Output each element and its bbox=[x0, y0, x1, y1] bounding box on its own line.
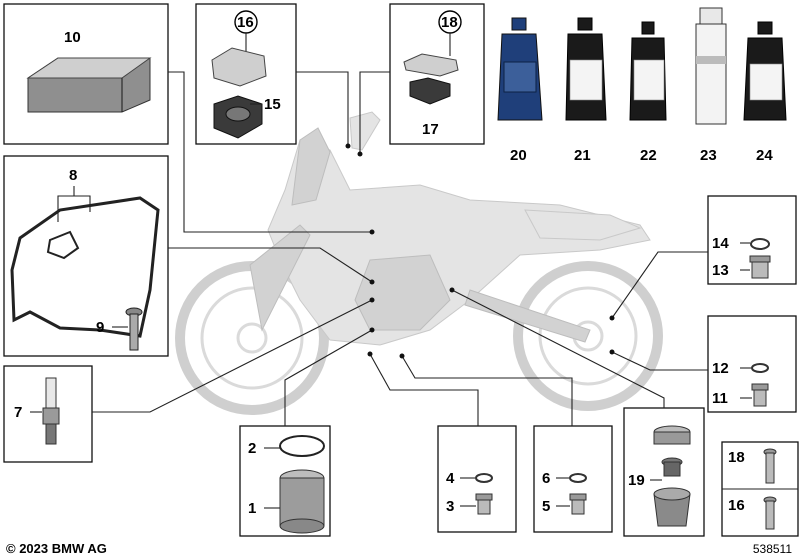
callout-11: 11 bbox=[712, 390, 728, 407]
callout-5: 5 bbox=[542, 498, 550, 515]
fluid-bottle-21 bbox=[565, 17, 607, 121]
box-gasket bbox=[3, 155, 169, 357]
callout-12: 12 bbox=[712, 360, 729, 377]
callout-18-screw: 18 bbox=[728, 449, 745, 466]
copyright-text: © 2023 BMW AG bbox=[6, 541, 107, 556]
callout-16: 16 bbox=[237, 14, 254, 31]
callout-1: 1 bbox=[248, 500, 256, 517]
callout-2: 2 bbox=[248, 440, 256, 457]
reservoir-cover-front-part bbox=[211, 47, 267, 139]
callout-21: 21 bbox=[574, 147, 591, 164]
air-filter-part bbox=[26, 57, 152, 113]
seal-ring-4 bbox=[475, 473, 493, 483]
leader-lines bbox=[92, 71, 708, 426]
callout-19: 19 bbox=[628, 472, 645, 489]
callout-13: 13 bbox=[712, 262, 729, 279]
reservoir-cover-rear-part bbox=[403, 53, 459, 105]
fluid-bottle-24 bbox=[743, 21, 787, 121]
callout-9: 9 bbox=[96, 319, 104, 336]
callout-3: 3 bbox=[446, 498, 454, 515]
o-ring-2 bbox=[279, 435, 325, 457]
box-plug-11-12 bbox=[707, 315, 797, 413]
screw-9-part bbox=[125, 307, 143, 351]
oil-bottle-20 bbox=[497, 17, 543, 121]
callout-15: 15 bbox=[264, 96, 281, 113]
seal-ring-12 bbox=[751, 363, 769, 373]
fluid-bottle-22 bbox=[629, 21, 667, 121]
oil-filter-part bbox=[279, 469, 325, 534]
callout-10: 10 bbox=[64, 29, 81, 46]
callout-7: 7 bbox=[14, 404, 22, 421]
plug-3-part bbox=[475, 493, 493, 515]
callout-22: 22 bbox=[640, 147, 657, 164]
plug-11-part bbox=[751, 383, 769, 407]
callout-16-screw: 16 bbox=[728, 497, 745, 514]
callout-8: 8 bbox=[69, 167, 77, 184]
callout-20: 20 bbox=[510, 147, 527, 164]
callout-14: 14 bbox=[712, 235, 729, 252]
reservoir-19-part bbox=[653, 425, 691, 527]
box-reservoir-cover-rear bbox=[389, 3, 485, 145]
seal-ring-14 bbox=[750, 238, 770, 250]
callout-17: 17 bbox=[422, 121, 439, 138]
plug-13-part bbox=[749, 255, 771, 279]
gasket-part bbox=[10, 196, 160, 338]
callout-24: 24 bbox=[756, 147, 773, 164]
seal-ring-6 bbox=[569, 473, 587, 483]
spray-can-23 bbox=[695, 7, 727, 125]
screw-16-part bbox=[763, 496, 777, 530]
callout-6: 6 bbox=[542, 470, 550, 487]
spark-plug-part bbox=[42, 377, 60, 445]
callout-4: 4 bbox=[446, 470, 455, 487]
document-number: 538511 bbox=[752, 542, 792, 556]
callout-23: 23 bbox=[700, 147, 717, 164]
callout-18: 18 bbox=[441, 14, 458, 31]
motorcycle-illustration bbox=[175, 111, 663, 415]
plug-5-part bbox=[569, 493, 587, 515]
screw-18-part bbox=[763, 448, 777, 484]
